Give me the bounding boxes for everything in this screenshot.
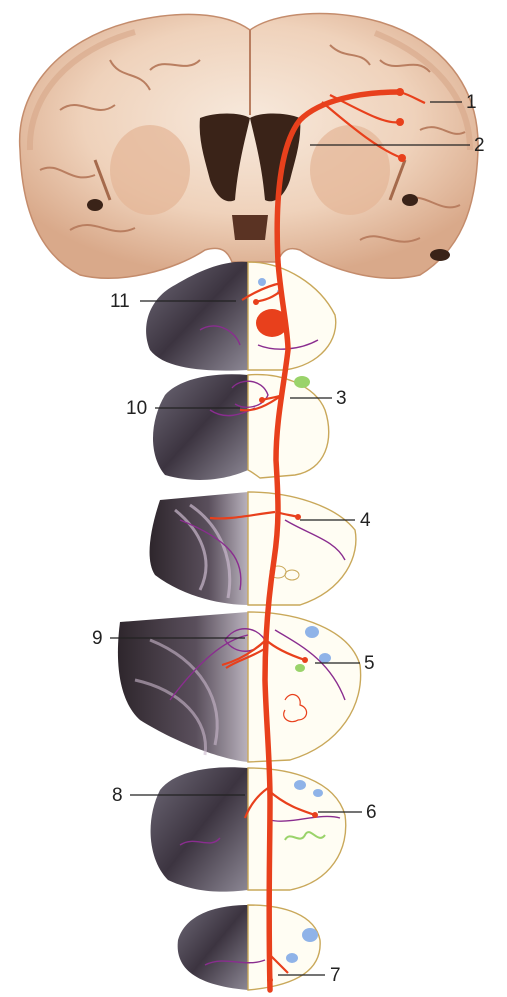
label-4: 4 xyxy=(360,510,371,531)
upper-medulla-section xyxy=(151,767,346,891)
label-10: 10 xyxy=(126,398,147,419)
label-7: 7 xyxy=(330,965,341,986)
label-11: 11 xyxy=(110,291,130,312)
midbrain-section-lower xyxy=(153,374,329,480)
lower-pons-section xyxy=(118,612,361,762)
label-5: 5 xyxy=(364,653,375,674)
label-9: 9 xyxy=(92,628,103,649)
lower-medulla-section xyxy=(178,905,321,990)
label-3: 3 xyxy=(336,388,347,409)
upper-pons-section xyxy=(150,492,356,605)
coronal-brain-section xyxy=(20,14,478,279)
midbrain-section-upper xyxy=(146,262,336,371)
label-2: 2 xyxy=(474,135,485,156)
label-6: 6 xyxy=(366,802,377,823)
label-1: 1 xyxy=(466,92,477,113)
label-8: 8 xyxy=(112,785,123,806)
